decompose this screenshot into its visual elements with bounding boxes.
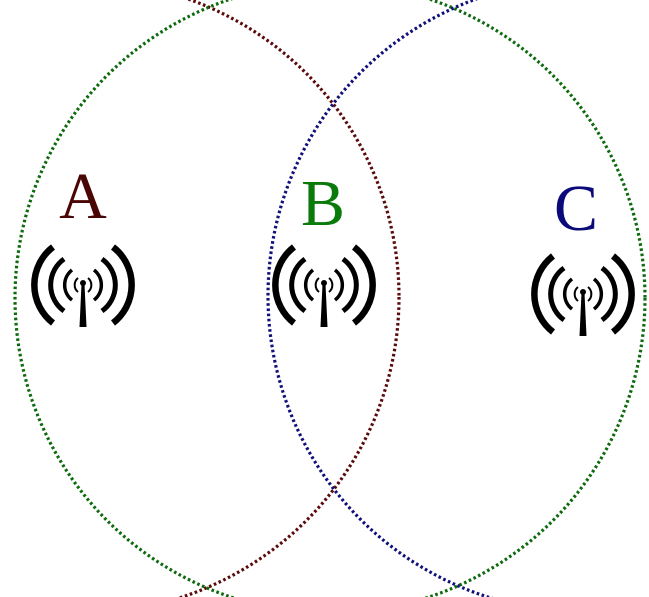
wireless-antenna-icon: [34, 247, 131, 327]
station-label-a: A: [59, 160, 107, 233]
range-circle-b: [13, 0, 647, 597]
wireless-antenna-icon: [275, 247, 372, 327]
station-label-c: C: [554, 172, 598, 245]
range-circle-a: [176, 0, 401, 597]
wireless-antenna-icon: [534, 256, 631, 336]
station-label-b: B: [301, 167, 345, 240]
